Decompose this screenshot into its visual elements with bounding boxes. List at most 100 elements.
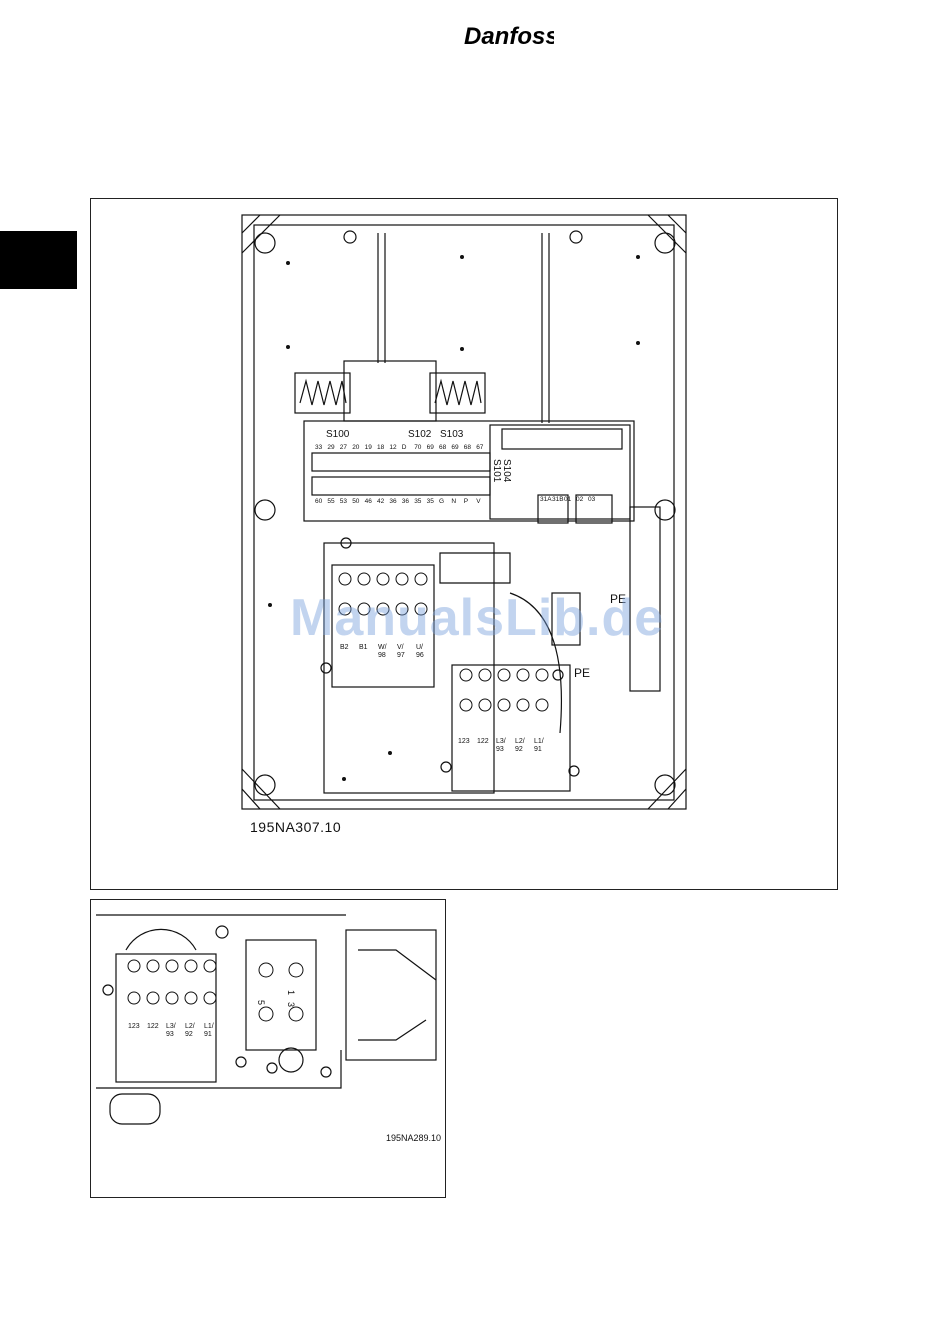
mains-terminal-label: 93 bbox=[166, 1031, 174, 1038]
control-terminal-label: 46 bbox=[365, 498, 373, 505]
terminal-screw-icon bbox=[339, 573, 351, 585]
logo-wordmark: Danfoss bbox=[464, 23, 554, 50]
control-terminal-label: 29 bbox=[327, 444, 335, 451]
relay-terminal-label: 01 bbox=[564, 496, 572, 503]
mains-terminal-block bbox=[452, 665, 570, 791]
relay-terminal-label: 31B bbox=[552, 496, 564, 503]
control-terminal-label: 27 bbox=[340, 444, 348, 451]
terminal-screw-icon bbox=[479, 699, 491, 711]
mains-terminal-label: L2/ bbox=[515, 738, 525, 745]
relay-terminal-label: 03 bbox=[588, 496, 596, 503]
mains-terminal-label: 92 bbox=[515, 746, 523, 753]
control-terminal-label: 36 bbox=[389, 498, 397, 505]
terminal-screw-icon bbox=[185, 960, 197, 972]
power-section bbox=[324, 543, 494, 793]
figure-1-code: 195NA307.10 bbox=[250, 819, 341, 835]
relay-terminal-label: 31A bbox=[540, 496, 552, 503]
mains-terminal-label: 123 bbox=[128, 1023, 140, 1030]
control-terminal-label: 18 bbox=[377, 444, 385, 451]
terminal-screw-icon bbox=[204, 960, 216, 972]
terminal-screw-icon bbox=[166, 992, 178, 1004]
terminal-screw-icon bbox=[289, 963, 303, 977]
figure-2-code: 195NA289.10 bbox=[386, 1133, 441, 1143]
corner-screw-icon bbox=[655, 233, 675, 253]
mains-terminal-label: L2/ bbox=[185, 1023, 195, 1030]
control-terminal-label: 20 bbox=[352, 444, 360, 451]
control-terminal-label: 35 bbox=[427, 498, 435, 505]
control-terminal-label: G bbox=[439, 498, 444, 505]
terminal-screw-icon bbox=[166, 960, 178, 972]
terminal-screw-icon bbox=[460, 699, 472, 711]
terminal-screw-icon bbox=[128, 992, 140, 1004]
terminal-screw-icon bbox=[204, 992, 216, 1004]
watermark: ManualsLib.de bbox=[290, 588, 664, 648]
terminal-screw-icon bbox=[259, 963, 273, 977]
terminal-screw-icon bbox=[498, 669, 510, 681]
switch-label-s100: S100 bbox=[326, 429, 350, 440]
pe-label-lower: PE bbox=[574, 666, 590, 680]
terminal-screw-icon bbox=[289, 1007, 303, 1021]
control-terminal-block-top bbox=[312, 453, 490, 471]
control-terminal-label: 42 bbox=[377, 498, 385, 505]
terminal-screw-icon bbox=[358, 573, 370, 585]
terminal-screw-icon bbox=[517, 699, 529, 711]
enclosure-outline bbox=[242, 215, 686, 809]
control-terminal-label: 35 bbox=[414, 498, 422, 505]
switch-label-s101: S101 bbox=[491, 459, 502, 483]
terminal-screw-icon bbox=[396, 573, 408, 585]
corner-screw-icon bbox=[655, 500, 675, 520]
mains-terminal-block bbox=[116, 954, 216, 1082]
control-terminal-label: 60 bbox=[315, 498, 323, 505]
section-tab-marker bbox=[0, 231, 77, 289]
switch-number: 3 bbox=[286, 1002, 296, 1007]
corner-screw-icon bbox=[255, 500, 275, 520]
figure-2-drawing: 123 122 L3/93 L2/92 L1/91 5 1 3 bbox=[96, 910, 441, 1150]
mains-terminal-label: L1/ bbox=[534, 738, 544, 745]
control-terminal-label: D bbox=[402, 444, 407, 451]
control-terminal-label: 55 bbox=[327, 498, 335, 505]
relay-terminal-label: 02 bbox=[576, 496, 584, 503]
mains-terminal-label: 91 bbox=[204, 1031, 212, 1038]
mains-terminal-label: 122 bbox=[477, 738, 489, 745]
control-terminal-label: 53 bbox=[340, 498, 348, 505]
terminal-screw-icon bbox=[415, 573, 427, 585]
terminal-screw-icon bbox=[185, 992, 197, 1004]
danfoss-logo: Danfoss bbox=[462, 18, 554, 52]
control-terminal-label: 36 bbox=[402, 498, 410, 505]
corner-screw-icon bbox=[255, 233, 275, 253]
mains-terminal-label: L1/ bbox=[204, 1023, 214, 1030]
terminal-screw-icon bbox=[517, 669, 529, 681]
control-terminal-label: P bbox=[464, 498, 468, 505]
switch-number: 1 bbox=[286, 990, 296, 995]
terminal-screw-icon bbox=[460, 669, 472, 681]
terminal-screw-icon bbox=[479, 669, 491, 681]
motor-terminal-label: 97 bbox=[397, 652, 405, 659]
enclosure-inner bbox=[254, 225, 674, 800]
mains-terminal-label: 92 bbox=[185, 1031, 193, 1038]
motor-terminal-label: 98 bbox=[378, 652, 386, 659]
control-terminal-label: V bbox=[476, 498, 481, 505]
switch-label-s102: S102 bbox=[408, 429, 432, 440]
mains-terminal-label: 123 bbox=[458, 738, 470, 745]
terminal-screw-icon bbox=[128, 960, 140, 972]
terminal-screw-icon bbox=[536, 669, 548, 681]
mains-switch-contacts bbox=[246, 940, 316, 1050]
control-terminal-label: 19 bbox=[365, 444, 373, 451]
switch-number: 5 bbox=[256, 1000, 266, 1005]
terminal-screw-icon bbox=[536, 699, 548, 711]
control-terminal-label: 50 bbox=[352, 498, 360, 505]
rotary-knob-icon bbox=[279, 1048, 303, 1072]
terminal-screw-icon bbox=[259, 1007, 273, 1021]
mains-terminal-label: 91 bbox=[534, 746, 542, 753]
control-terminal-label: N bbox=[451, 498, 456, 505]
terminal-screw-icon bbox=[377, 573, 389, 585]
mains-terminal-label: 122 bbox=[147, 1023, 159, 1030]
control-terminal-block-bottom bbox=[312, 477, 490, 495]
terminal-screw-icon bbox=[147, 960, 159, 972]
mounting-bracket bbox=[344, 361, 436, 421]
mains-terminal-label: 93 bbox=[496, 746, 504, 753]
mains-terminal-label: L3/ bbox=[166, 1023, 176, 1030]
control-terminal-label: 69 bbox=[451, 444, 459, 451]
motor-terminal-label: 96 bbox=[416, 652, 424, 659]
